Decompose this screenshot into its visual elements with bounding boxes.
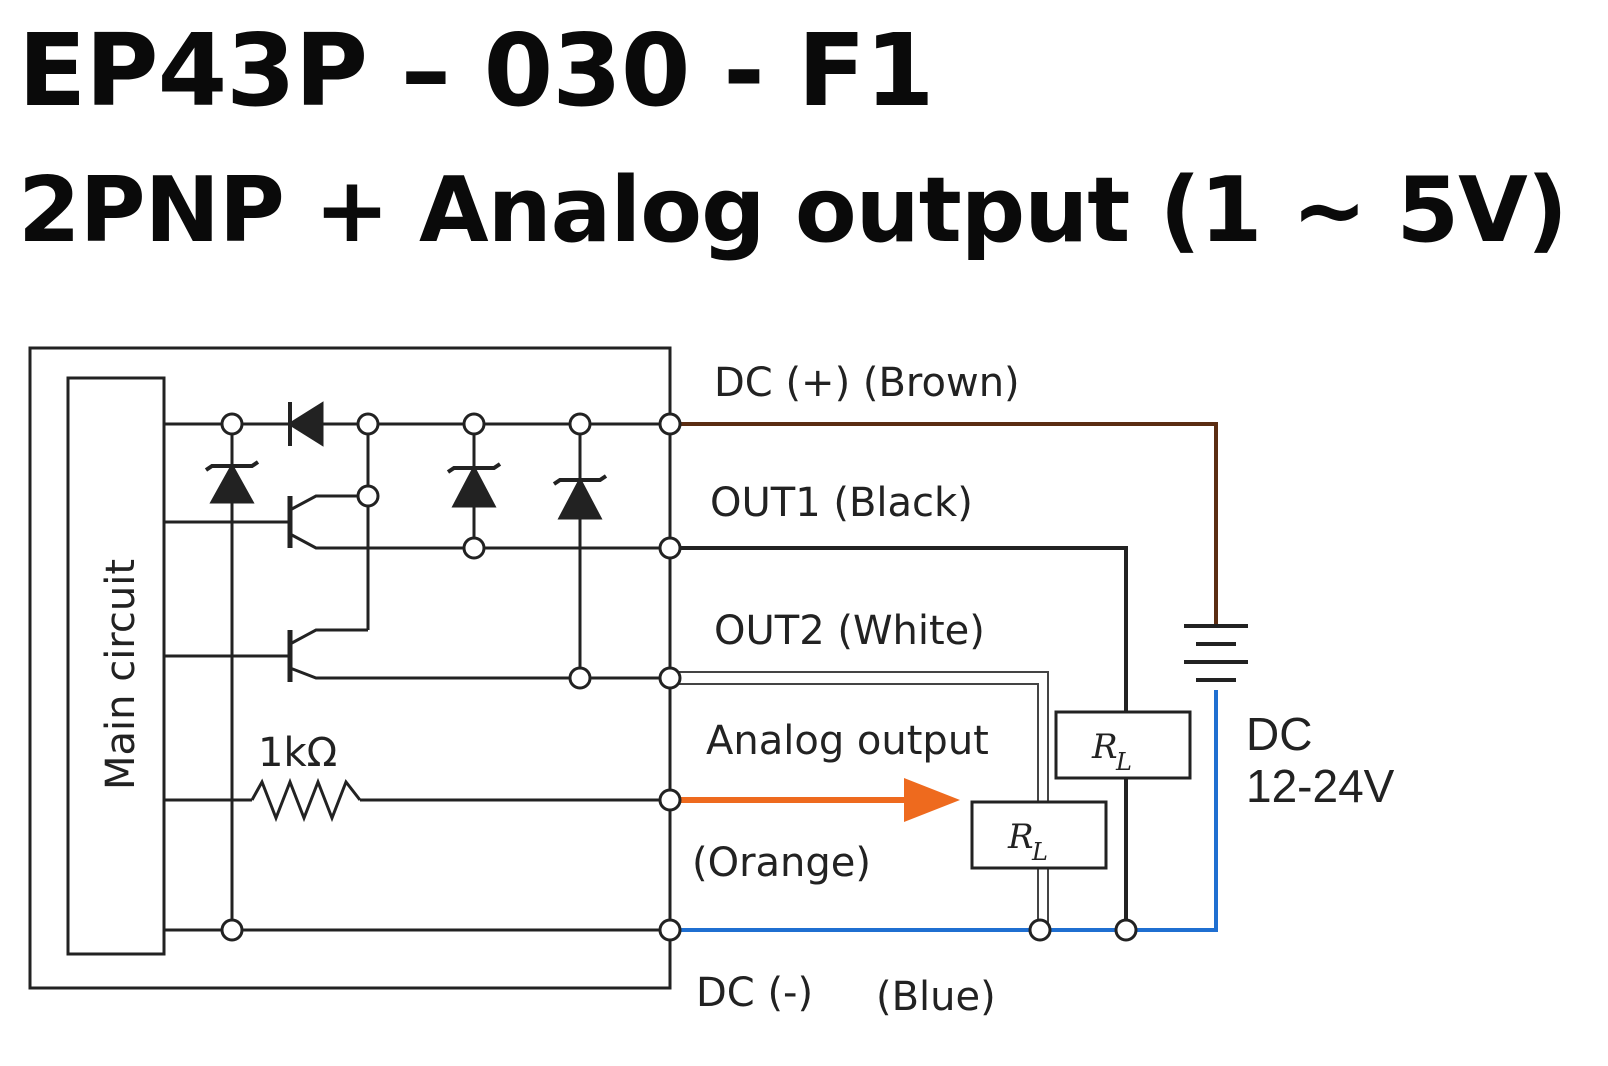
label-analog-output: Analog output <box>706 718 989 764</box>
load-resistor-out1 <box>1054 710 1192 780</box>
label-out1: OUT1 (Black) <box>710 480 973 526</box>
node <box>462 412 486 436</box>
terminal-out2 <box>658 666 682 690</box>
resistor-label: 1kΩ <box>258 730 337 776</box>
terminal-out1 <box>658 536 682 560</box>
wire-blue <box>670 690 1218 932</box>
analog-arrow-head <box>904 778 960 822</box>
main-circuit-label: Main circuit <box>98 559 144 790</box>
transistor1-collector <box>289 532 670 550</box>
zener-diode-2 <box>451 464 497 508</box>
load-resistor-out2-label: R <box>1007 817 1034 857</box>
terminal-analog <box>658 788 682 812</box>
label-dc-minus: DC (-) <box>696 970 813 1016</box>
node <box>356 412 380 436</box>
node <box>568 412 592 436</box>
node <box>1114 918 1138 942</box>
load-resistor-out2-sub: L <box>1031 838 1048 866</box>
label-dc-plus: DC (+) (Brown) <box>714 360 1020 406</box>
load-resistor-out1-sub: L <box>1115 748 1132 776</box>
supply-label-dc: DC <box>1246 708 1312 760</box>
load-resistor-out1-label: R <box>1091 727 1118 767</box>
node <box>356 484 380 508</box>
diode-series <box>287 401 324 447</box>
terminal-dc-plus <box>658 412 682 436</box>
wire-black <box>670 546 1128 930</box>
node <box>568 666 592 690</box>
node <box>462 536 486 560</box>
transistor2-collector <box>289 666 670 680</box>
label-out2: OUT2 (White) <box>714 608 985 654</box>
zener-diode-1 <box>209 462 255 504</box>
supply-label-voltage: 12-24V <box>1246 760 1395 812</box>
node <box>220 918 244 942</box>
model-title: EP43P – 030 - F1 <box>18 12 934 129</box>
resistor-1k <box>250 777 362 823</box>
subtitle: 2PNP + Analog output (1 ~ 5V) <box>18 158 1568 263</box>
terminal-dc-minus <box>658 918 682 942</box>
wire-brown <box>670 422 1218 624</box>
transistor1-emitter <box>289 494 368 512</box>
node <box>1028 918 1052 942</box>
label-orange: (Orange) <box>692 840 871 886</box>
load-resistor-out2 <box>970 800 1108 870</box>
label-blue: (Blue) <box>876 974 996 1020</box>
node <box>220 412 244 436</box>
main-circuit-block <box>66 376 166 956</box>
zener-diode-3 <box>557 476 603 520</box>
transistor2-emitter <box>289 628 368 646</box>
